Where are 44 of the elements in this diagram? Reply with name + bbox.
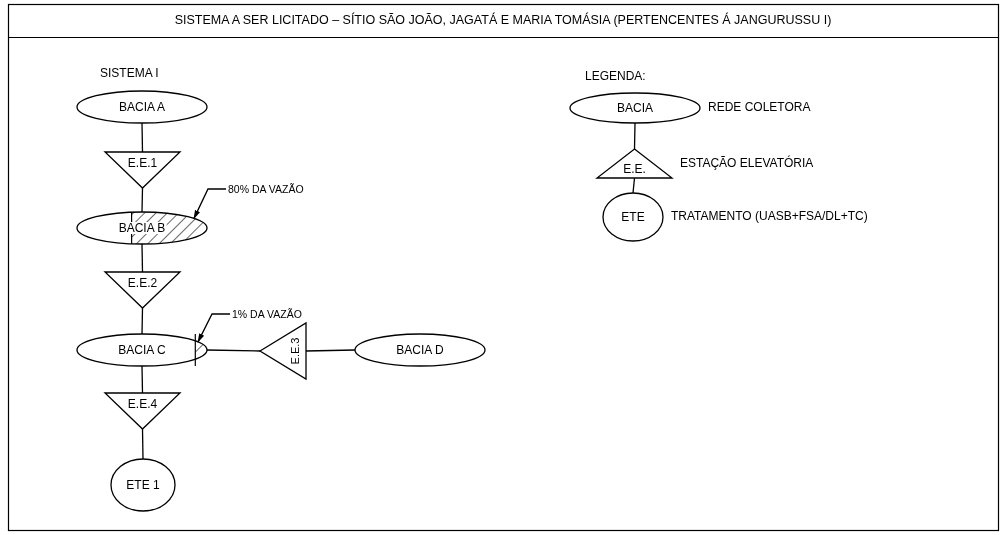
pipe-line <box>141 122 144 153</box>
node-label: BACIA D <box>396 344 444 356</box>
basin-ellipse <box>570 93 700 123</box>
pipe-line <box>206 349 261 352</box>
node-caption: REDE COLETORA <box>708 101 811 113</box>
pipe-line <box>141 307 144 335</box>
section-heading: LEGENDA: <box>585 70 646 82</box>
node-label: BACIA B <box>117 222 167 234</box>
pump-station-triangle <box>105 152 180 188</box>
pump-station-triangle <box>260 323 306 379</box>
pipe-line <box>141 428 144 460</box>
basin-ellipse <box>77 212 207 244</box>
callout-text: 80% DA VAZÃO <box>228 182 304 196</box>
leader-line <box>197 313 231 343</box>
pipe-line <box>632 177 636 194</box>
section-heading: SISTEMA I <box>100 67 159 79</box>
node-label: E.E.3 <box>289 337 301 365</box>
diagram-title: SISTEMA A SER LICITADO – SÍTIO SÃO JOÃO, JAGATÁ E MARIA TOMÁSIA (PERTENCENTES Á JANGURUSSU I) <box>174 14 832 27</box>
callout-text: 1% DA VAZÃO <box>232 307 302 321</box>
node-caption: TRATAMENTO (UASB+FSA/DL+TC) <box>671 210 868 222</box>
treatment-circle <box>603 193 663 241</box>
pipe-line <box>633 122 636 150</box>
node-label: E.E.1 <box>127 156 158 169</box>
node-label: BACIA <box>617 102 653 114</box>
pipe-line <box>141 243 144 273</box>
node-label: E.E.2 <box>127 276 158 289</box>
basin-ellipse <box>355 334 485 366</box>
treatment-circle <box>111 459 175 511</box>
pipe-line <box>141 187 144 213</box>
node-label: BACIA A <box>119 101 165 113</box>
pump-station-triangle <box>105 272 180 308</box>
pipe-line <box>305 349 356 352</box>
node-label: ETE 1 <box>126 479 160 491</box>
leader-line <box>193 188 227 220</box>
node-label: ETE <box>621 211 645 223</box>
pipe-line <box>141 365 144 394</box>
pump-station-triangle <box>105 393 180 429</box>
pump-station-triangle <box>597 149 672 178</box>
basin-ellipse <box>77 334 207 366</box>
node-label: BACIA C <box>117 344 167 356</box>
basin-ellipse <box>77 91 207 123</box>
node-label: E.E.4 <box>127 397 158 410</box>
node-label: E.E. <box>623 162 646 175</box>
node-caption: ESTAÇÃO ELEVATÓRIA <box>680 156 814 169</box>
